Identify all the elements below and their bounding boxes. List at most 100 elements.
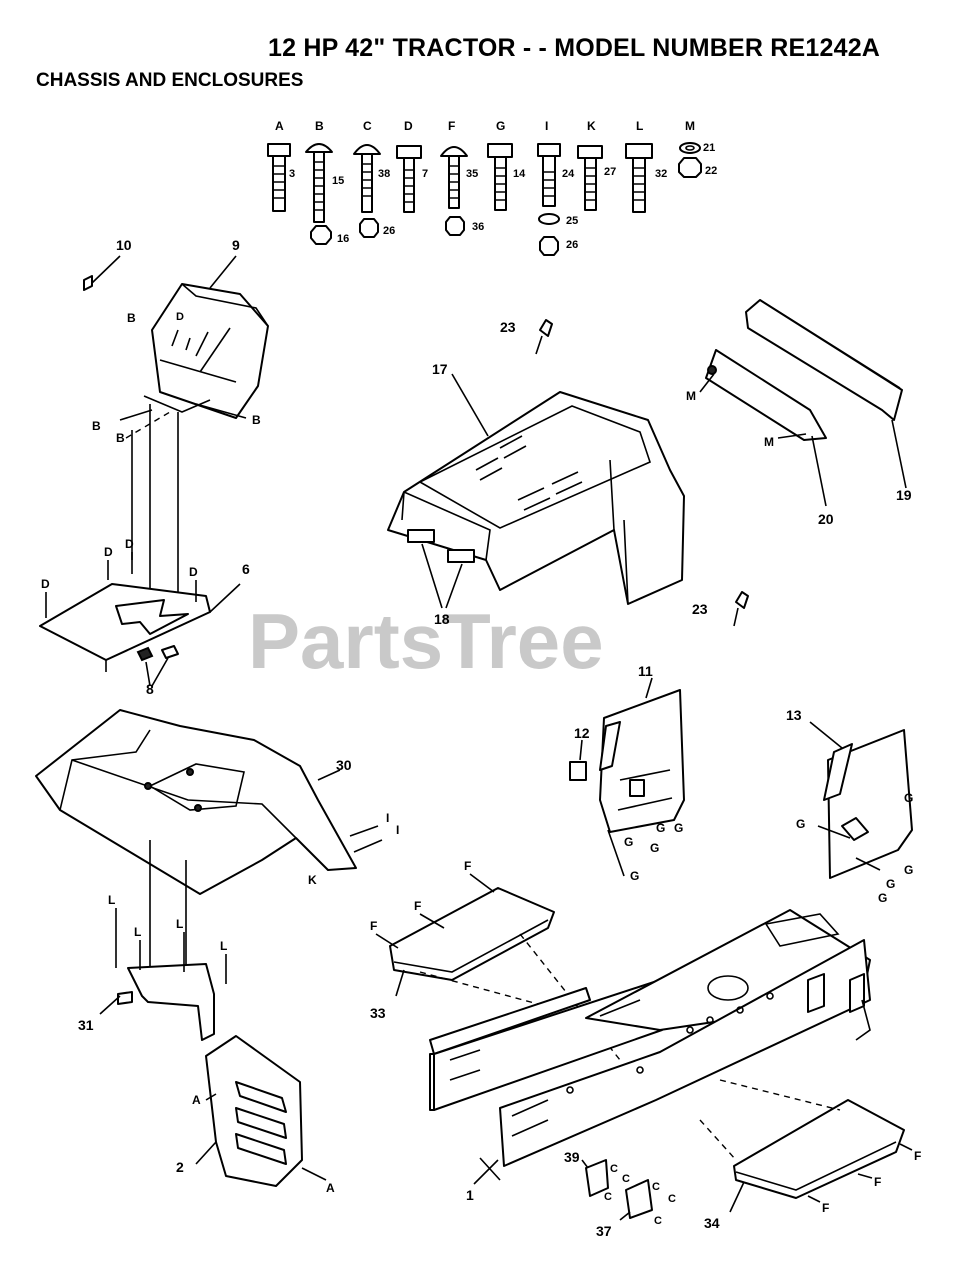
- bolt-a: [267, 143, 291, 212]
- ref-d1: D: [41, 577, 50, 591]
- callout-6: 6: [242, 561, 250, 577]
- hw-num-35: 35: [466, 168, 478, 180]
- footrest-33: [389, 887, 555, 981]
- ref-d4: D: [189, 565, 198, 579]
- ref-c1: C: [610, 1163, 618, 1175]
- hw-num-14: 14: [513, 168, 526, 180]
- ref-m1: M: [686, 389, 696, 403]
- panel-2: 2 A A: [176, 1035, 335, 1195]
- bolt-c: [353, 144, 381, 213]
- washer-m: [678, 142, 702, 178]
- ref-c3: C: [604, 1191, 612, 1203]
- grille-insert-18a: [407, 529, 435, 543]
- ref-g4: G: [674, 821, 683, 835]
- ref-g8: G: [904, 863, 913, 877]
- ref-d2: D: [104, 545, 113, 559]
- bracket-20: [705, 349, 827, 441]
- callout-33: 33: [370, 1005, 386, 1021]
- nut-36: [445, 216, 465, 236]
- washer-25: [538, 213, 560, 225]
- ref-g10: G: [878, 891, 887, 905]
- hw-letter-d: D: [404, 119, 413, 133]
- hw-letter-g: G: [496, 119, 505, 133]
- callout-10: 10: [116, 237, 132, 253]
- ref-c5: C: [668, 1193, 676, 1205]
- page-title: 12 HP 42" TRACTOR - - MODEL NUMBER RE124…: [268, 34, 881, 62]
- ref-k: K: [308, 873, 317, 887]
- watermark: PartsTree: [248, 597, 604, 685]
- bracket-39: [585, 1159, 609, 1197]
- callout-23b: 23: [692, 601, 708, 617]
- hw-num-7: 7: [422, 168, 428, 180]
- hw-letter-i: I: [545, 119, 548, 133]
- nut-26b: [539, 236, 559, 256]
- callout-17: 17: [432, 361, 448, 377]
- callout-8: 8: [146, 681, 154, 697]
- clip-10: [83, 275, 93, 291]
- hw-num-22: 22: [705, 165, 717, 177]
- callout-11: 11: [638, 663, 653, 679]
- ref-f1: F: [464, 859, 471, 873]
- front-panel-2: [205, 1035, 303, 1187]
- ref-g5: G: [630, 869, 639, 883]
- bolt-i: [537, 143, 561, 207]
- ref-f5: F: [874, 1175, 881, 1189]
- hw-letter-k: K: [587, 119, 596, 133]
- hw-num-16: 16: [337, 233, 349, 245]
- footrest-34: [733, 1099, 905, 1199]
- front-bumper: 19 20 M M: [686, 299, 912, 527]
- callout-30: 30: [336, 757, 352, 773]
- ref-l1: L: [108, 893, 115, 907]
- callout-37: 37: [596, 1223, 612, 1239]
- dash-pod: [151, 283, 269, 419]
- ref-l2: L: [134, 925, 141, 939]
- ref-a1: A: [192, 1093, 201, 1107]
- panel-11: [599, 689, 685, 833]
- hw-num-24: 24: [562, 168, 575, 180]
- pin-23-top: [539, 319, 553, 337]
- ref-b4: B: [252, 413, 261, 427]
- hw-num-3: 3: [289, 168, 295, 180]
- hw-num-27: 27: [604, 166, 616, 178]
- ref-f6: F: [822, 1201, 829, 1215]
- fender-assembly: 30 I I K 31 L L L L: [35, 709, 399, 1041]
- bolt-f: [440, 146, 468, 209]
- hw-letter-b: B: [315, 119, 324, 133]
- callout-34: 34: [704, 1215, 720, 1231]
- dash-assembly: 10 D 9 B B B B 6 D D D D 8: [39, 237, 269, 697]
- callout-13: 13: [786, 707, 802, 723]
- side-panels: 11 12 G G G G G 13 G G G G G: [569, 663, 913, 905]
- ref-f3: F: [370, 919, 377, 933]
- hw-num-26b: 26: [566, 239, 578, 251]
- ref-g3: G: [656, 821, 665, 835]
- hw-num-15: 15: [332, 175, 344, 187]
- hw-num-36: 36: [472, 221, 484, 233]
- hw-num-38: 38: [378, 168, 390, 180]
- hw-letter-a: A: [275, 119, 284, 133]
- callout-19: 19: [896, 487, 912, 503]
- ref-g6: G: [904, 791, 913, 805]
- ref-l4: L: [220, 939, 227, 953]
- ref-b3: B: [116, 431, 125, 445]
- callout-39: 39: [564, 1149, 580, 1165]
- ref-g9: G: [886, 877, 895, 891]
- hw-letter-l: L: [636, 119, 643, 133]
- bracket-8b: [161, 645, 179, 659]
- ref-b1: B: [127, 311, 136, 325]
- callout-31: 31: [78, 1017, 94, 1033]
- ref-c4: C: [652, 1181, 660, 1193]
- hardware-row: A B C D F G I K L M: [267, 119, 717, 256]
- callout-9: 9: [232, 237, 240, 253]
- ref-i2: I: [386, 811, 389, 825]
- hw-letter-m: M: [685, 119, 695, 133]
- plate-12: [569, 761, 587, 781]
- bolt-g: [487, 143, 513, 211]
- bracket-8a: [136, 646, 154, 662]
- hw-letter-f: F: [448, 119, 455, 133]
- ref-g1: G: [624, 835, 633, 849]
- section-title: CHASSIS AND ENCLOSURES: [36, 70, 304, 91]
- callout-20: 20: [818, 511, 834, 527]
- callout-2: 2: [176, 1159, 184, 1175]
- callout-12: 12: [574, 725, 590, 741]
- hw-letter-c: C: [363, 119, 372, 133]
